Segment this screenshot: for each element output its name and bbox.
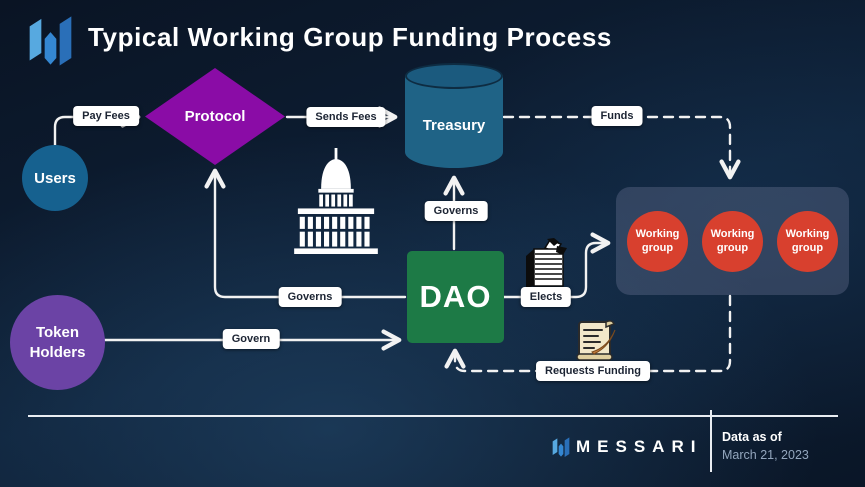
node-treasury: Treasury bbox=[405, 63, 503, 168]
edge-label-pay-fees: Pay Fees bbox=[73, 106, 139, 126]
working-group-label: Working group bbox=[635, 227, 680, 254]
scroll-quill-icon bbox=[570, 318, 622, 364]
edge-label-requests-funding: Requests Funding bbox=[536, 361, 650, 381]
node-token-holders: Token Holders bbox=[10, 295, 105, 390]
node-protocol-label: Protocol bbox=[184, 108, 246, 125]
edge-label-govern: Govern bbox=[222, 329, 280, 349]
working-group-circle: Working group bbox=[702, 210, 763, 272]
node-users-label: Users bbox=[34, 169, 76, 187]
edge-dao-panel bbox=[502, 232, 611, 299]
data-as-of-date: March 21, 2023 bbox=[722, 448, 809, 462]
messari-footer-logo bbox=[552, 437, 572, 459]
capitol-icon bbox=[286, 148, 386, 254]
edge-dao-protocol bbox=[204, 168, 407, 299]
treasury-cylinder-top bbox=[405, 63, 503, 89]
edge-label-sends-fees: Sends Fees bbox=[306, 107, 386, 127]
node-treasury-label: Treasury bbox=[422, 117, 486, 134]
edge-label-elects: Elects bbox=[520, 287, 572, 307]
data-as-of-label: Data as of bbox=[722, 430, 782, 444]
ballot-box-icon bbox=[523, 238, 569, 290]
edge-label-funds: Funds bbox=[591, 106, 643, 126]
working-group-label: Working group bbox=[710, 227, 755, 254]
footer-divider bbox=[28, 415, 838, 417]
working-group-circle: Working group bbox=[777, 210, 838, 272]
working-groups-panel: Working group Working group Working grou… bbox=[616, 187, 849, 295]
working-group-label: Working group bbox=[785, 227, 830, 254]
node-dao: DAO bbox=[407, 251, 504, 343]
footer-vertical-divider bbox=[710, 410, 712, 472]
edge-label-governs-treasury: Governs bbox=[424, 201, 488, 221]
node-users: Users bbox=[22, 145, 88, 211]
working-group-circle: Working group bbox=[627, 210, 688, 272]
edge-treasury-panel bbox=[502, 115, 741, 180]
messari-logo bbox=[28, 16, 78, 70]
treasury-cylinder-body bbox=[405, 75, 503, 168]
node-dao-label: DAO bbox=[419, 279, 492, 314]
edge-label-governs-protocol: Governs bbox=[278, 287, 342, 307]
messari-wordmark: MESSARI bbox=[576, 437, 703, 456]
page-title: Typical Working Group Funding Process bbox=[88, 22, 612, 52]
edge-users-protocol bbox=[53, 106, 141, 147]
node-token-holders-label: Token Holders bbox=[29, 324, 86, 361]
